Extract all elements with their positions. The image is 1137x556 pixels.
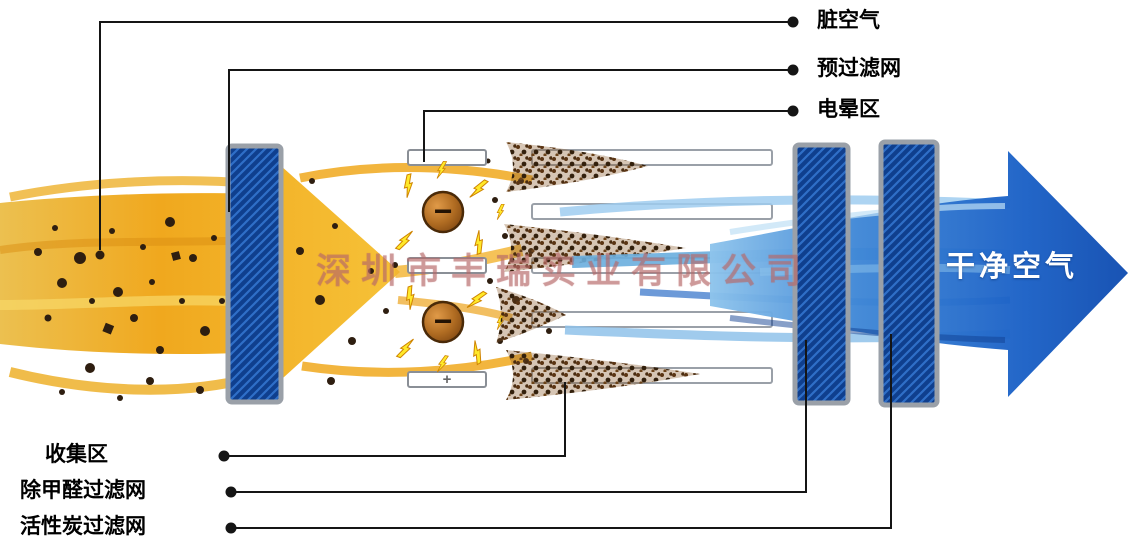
label-clean-air: 干净空气: [946, 251, 1079, 283]
corona-electrode-bars: +: [407, 149, 487, 388]
callout-line-pre-filter: [228, 69, 788, 212]
plus-sign: +: [443, 371, 452, 388]
discharge-electrode-icon: −: [421, 190, 465, 234]
watermark: 深圳市丰瑞实业有限公司: [316, 252, 812, 291]
discharge-electrode-icon: −: [421, 300, 465, 344]
label-corona-zone: 电晕区: [817, 98, 880, 121]
callout-line-collection-zone: [227, 382, 566, 457]
spark-icon: [396, 335, 415, 361]
callout-lines: [99, 16, 892, 534]
pre-filter-panel: [225, 143, 284, 405]
corona-discharge-zone: + − −: [395, 149, 505, 388]
label-dirty-air: 脏空气: [817, 9, 880, 32]
spark-icon: [496, 203, 505, 221]
callout-line-activated-carbon-filter: [235, 334, 892, 529]
collected-dust: [496, 142, 700, 400]
label-pre-filter: 预过滤网: [817, 57, 901, 80]
callout-line-corona-zone: [423, 110, 788, 162]
callout-line-dirty-air: [99, 21, 788, 250]
label-activated-carbon-filter: 活性炭过滤网: [20, 515, 146, 538]
activated-carbon-filter-panel: [878, 139, 940, 408]
spark-icon: [400, 173, 418, 199]
formaldehyde-filter-panel: [792, 142, 851, 406]
minus-sign: −: [434, 193, 453, 229]
spark-icon: [469, 176, 489, 203]
callout-dots: [218, 16, 799, 534]
label-formaldehyde-filter: 除甲醛过滤网: [20, 479, 146, 502]
label-collection-zone: 收集区: [45, 443, 108, 466]
minus-sign: −: [434, 303, 453, 339]
callout-line-formaldehyde-filter: [235, 340, 807, 493]
